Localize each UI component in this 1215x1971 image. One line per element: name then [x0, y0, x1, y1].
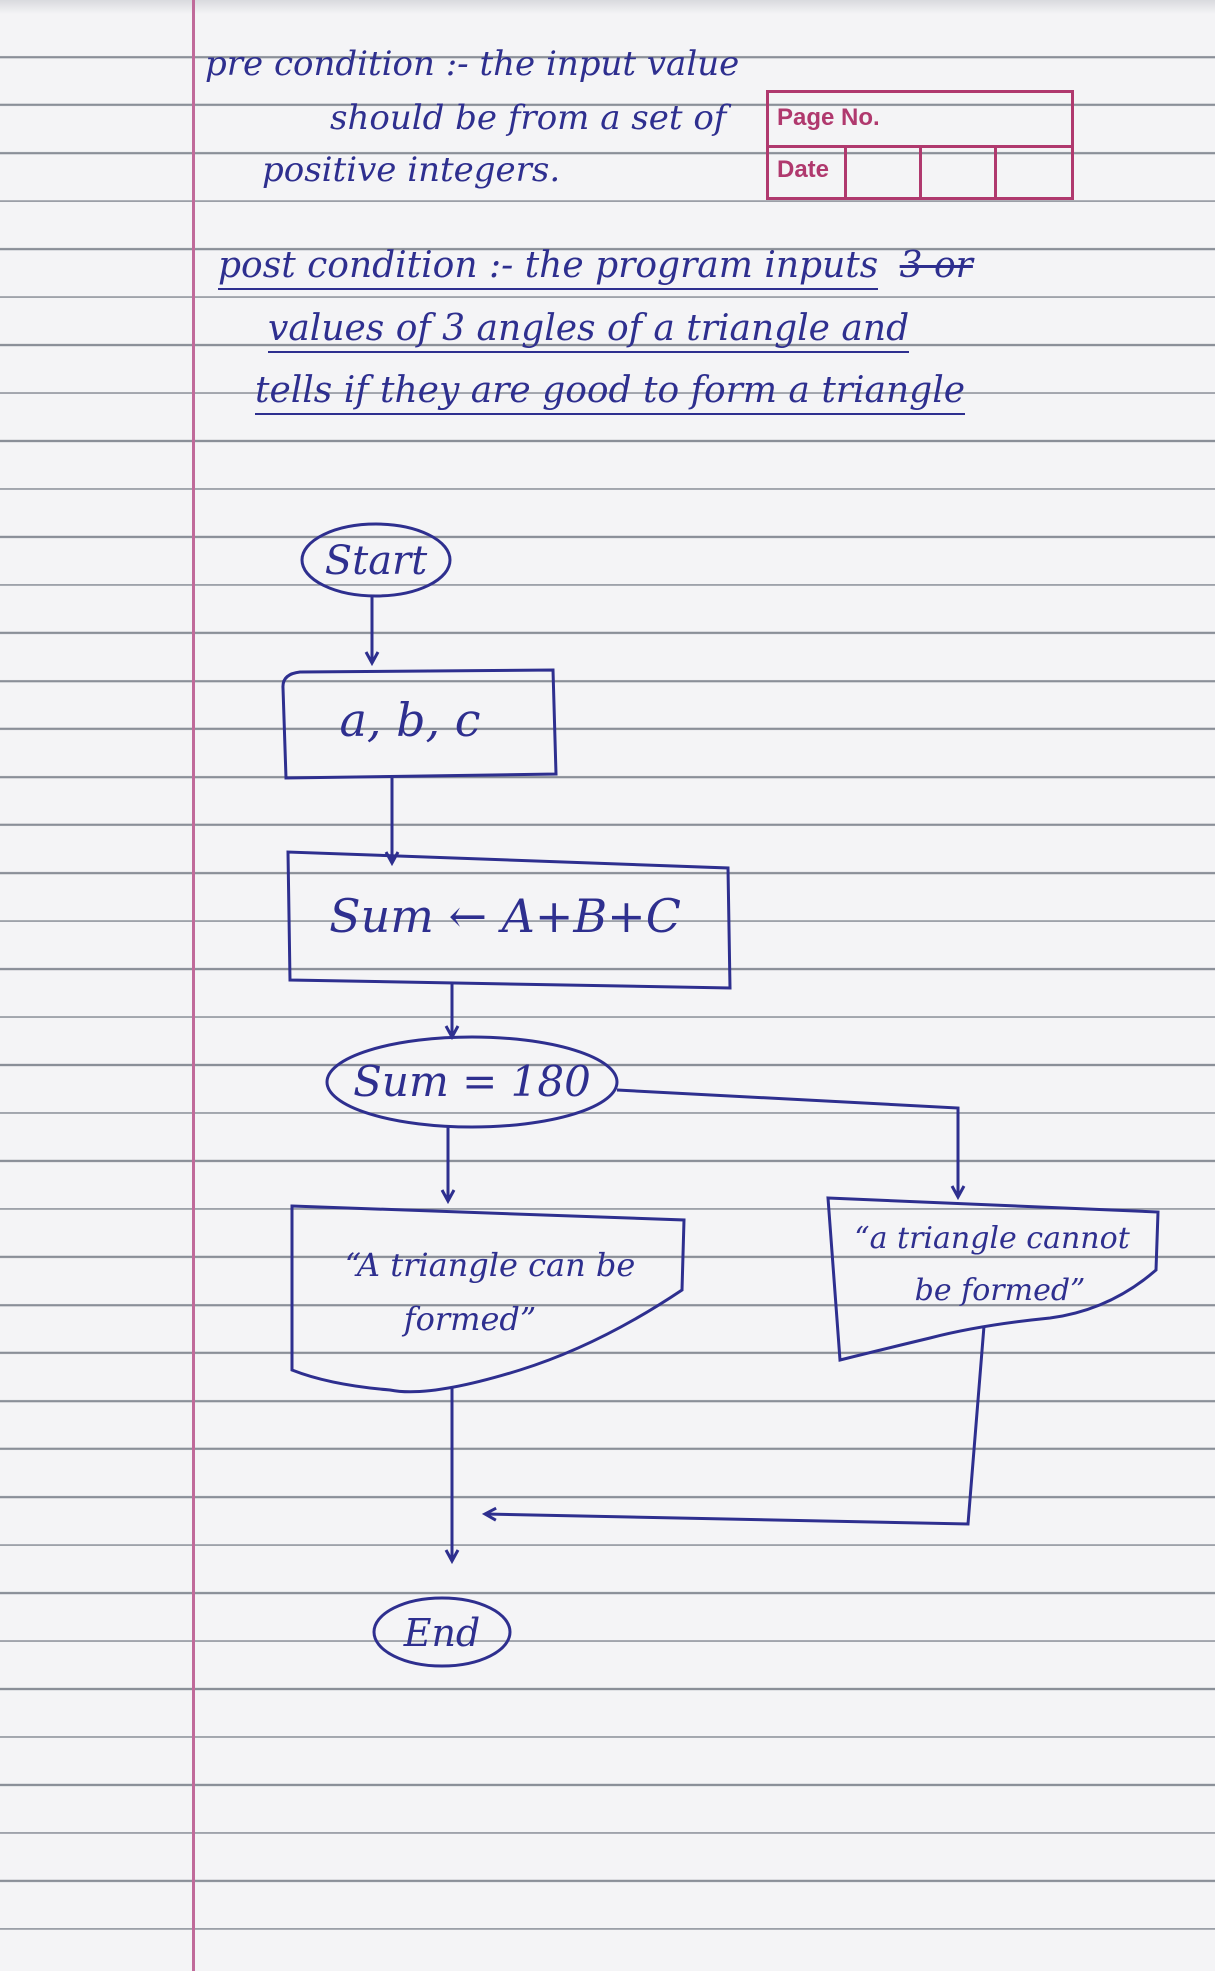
date-cell-1 [844, 148, 919, 197]
output-yes-box [290, 1204, 686, 1394]
date-cell-2 [919, 148, 994, 197]
postcondition-line-3-text: tells if they are good to form a triangl… [255, 370, 966, 415]
output-no-box [826, 1196, 1160, 1362]
arrow-decision-to-no [616, 1088, 958, 1196]
decision-shape [325, 1035, 619, 1129]
process-label: Sum ← A+B+C [329, 889, 681, 943]
page-date-box: Page No. Date [766, 90, 1074, 200]
page-no-row: Page No. [769, 93, 1071, 148]
output-yes-line-2: formed” [402, 1300, 537, 1338]
struck-text: 3 or [899, 245, 973, 286]
margin-line [192, 0, 195, 1971]
process-box [286, 850, 732, 990]
postcondition-line-1-text: post condition :- the program inputs [218, 245, 879, 290]
date-label: Date [777, 156, 830, 183]
start-terminal [300, 522, 452, 598]
precondition-line-1: pre condition :- the input value [205, 44, 740, 84]
precondition-line-2: should be from a set of [330, 98, 727, 138]
decision-label: Sum = 180 [353, 1057, 591, 1106]
page-top-edge [0, 0, 1215, 14]
postcondition-line-1: post condition :- the program inputs 3 o… [218, 245, 973, 290]
input-box [281, 668, 558, 780]
input-label: a, b, c [339, 693, 480, 747]
start-label: Start [325, 538, 428, 584]
postcondition-line-2: values of 3 angles of a triangle and [268, 308, 910, 353]
postcondition-line-2-text: values of 3 angles of a triangle and [268, 308, 910, 353]
postcondition-line-3: tells if they are good to form a triangl… [255, 370, 966, 415]
precondition-line-3: positive integers. [262, 150, 561, 190]
end-terminal [372, 1596, 512, 1668]
date-cell-3 [994, 148, 1069, 197]
output-no-line-1: “a triangle cannot [854, 1221, 1130, 1256]
output-no-line-2: be formed” [915, 1273, 1086, 1308]
arrow-no-to-end [486, 1325, 986, 1526]
page-no-label: Page No. [777, 104, 880, 131]
output-yes-line-1: “A triangle can be [345, 1246, 636, 1284]
end-label: End [403, 1611, 481, 1655]
